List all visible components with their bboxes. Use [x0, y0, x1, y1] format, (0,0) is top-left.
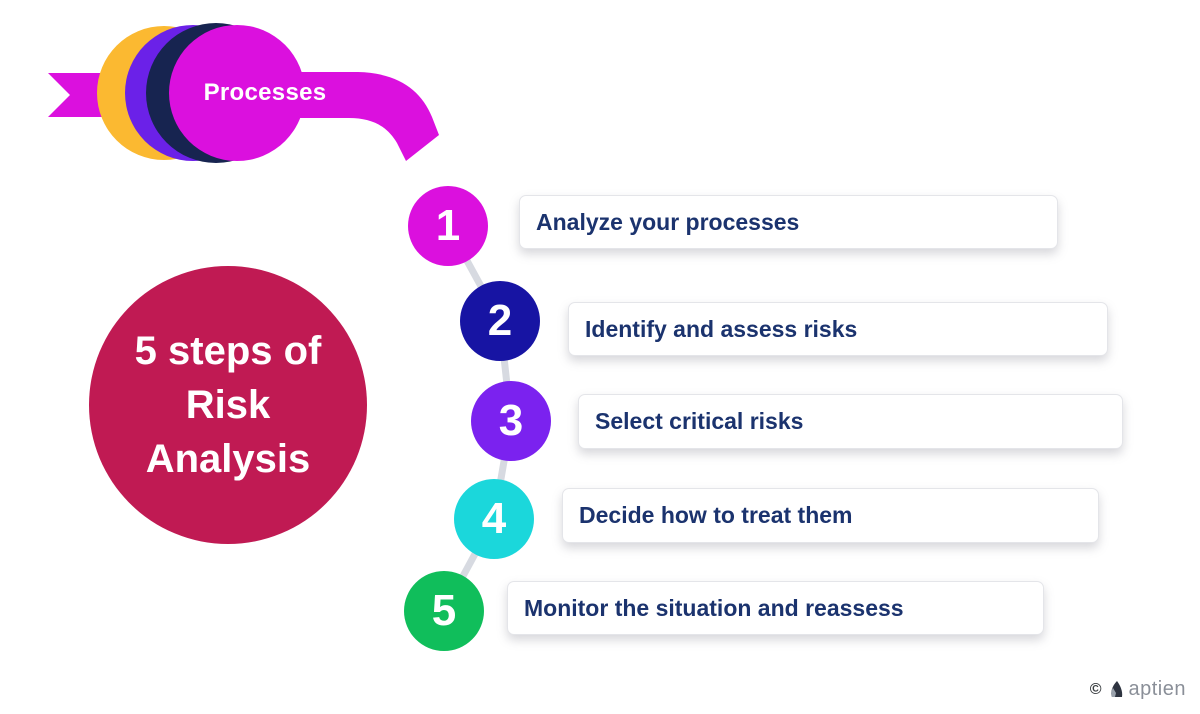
ribbon-label: Processes — [203, 79, 327, 106]
step-2-label: Identify and assess risks — [585, 315, 858, 342]
step-1-number: 1 — [435, 201, 461, 250]
title-line: Risk — [185, 383, 271, 427]
step-4-label-box: Decide how to treat them — [562, 488, 1099, 543]
step-5-number: 5 — [431, 586, 457, 635]
step-5-label-box: Monitor the situation and reassess — [507, 581, 1044, 635]
deco-circle-magenta — [169, 25, 305, 161]
step-2-number: 2 — [487, 296, 513, 345]
step-3-label: Select critical risks — [595, 408, 804, 434]
step-4-number: 4 — [481, 494, 507, 543]
step-3-label-box: Select critical risks — [578, 394, 1123, 449]
title-circle: 5 steps of Risk Analysis — [89, 266, 367, 544]
step-4-number-circle: 4 — [454, 479, 534, 559]
step-5-number-circle: 5 — [404, 571, 484, 651]
step-1-number-circle: 1 — [408, 186, 488, 266]
step-5-label: Monitor the situation and reassess — [524, 594, 904, 621]
ribbon-decoration — [48, 23, 439, 163]
ribbon-swoosh — [285, 72, 439, 161]
step-4-label: Decide how to treat them — [579, 502, 853, 528]
brand-name: aptien — [1128, 678, 1186, 700]
step-3-number-circle: 3 — [471, 381, 551, 461]
copyright-symbol: © — [1089, 680, 1102, 698]
aptien-logo-icon — [1110, 681, 1122, 697]
title-line: 5 steps of — [134, 329, 322, 373]
title-line: Analysis — [145, 437, 311, 481]
step-1-label-box: Analyze your processes — [519, 195, 1058, 249]
step-2-number-circle: 2 — [460, 281, 540, 361]
step-3-number: 3 — [498, 396, 524, 445]
step-2-label-box: Identify and assess risks — [568, 302, 1108, 356]
footer-brand: © aptien — [1090, 678, 1186, 701]
step-1-label: Analyze your processes — [536, 208, 800, 235]
